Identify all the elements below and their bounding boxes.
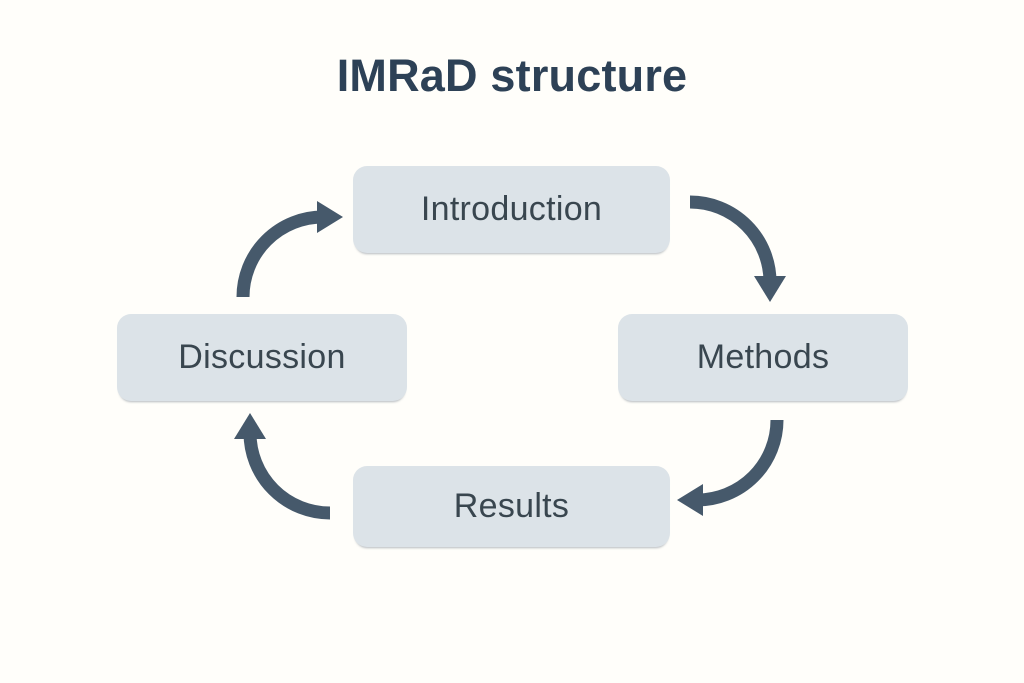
arrow-introduction-to-methods-icon <box>689 195 786 302</box>
arrow-results-to-discussion-icon <box>234 413 331 520</box>
diagram-title: IMRaD structure <box>336 50 688 101</box>
node-results: Results <box>353 466 670 547</box>
arrow-discussion-to-introduction-icon <box>236 201 343 298</box>
node-methods-label: Methods <box>696 338 830 376</box>
node-introduction: Introduction <box>353 166 670 253</box>
node-discussion-label: Discussion <box>178 338 346 376</box>
arrow-methods-to-results-icon <box>677 419 784 516</box>
node-results-label: Results <box>453 487 570 525</box>
node-methods: Methods <box>618 314 908 401</box>
node-discussion: Discussion <box>117 314 407 401</box>
node-introduction-label: Introduction <box>420 190 603 228</box>
